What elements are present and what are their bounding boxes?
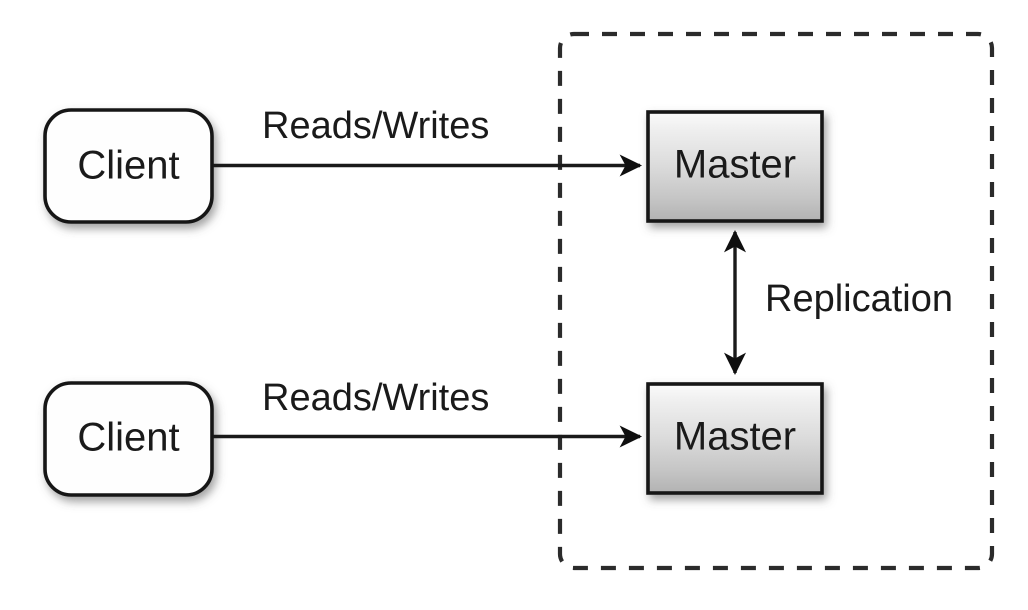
replication-cluster-boundary bbox=[557, 31, 995, 571]
node-client-top[interactable]: Client bbox=[43, 108, 214, 224]
edge-replication-label: Replication bbox=[765, 278, 953, 320]
client-top-label: Client bbox=[77, 144, 179, 188]
client-bottom-label: Client bbox=[77, 416, 179, 460]
edge-reads-writes-top-label: Reads/Writes bbox=[262, 105, 489, 147]
client-bottom-shape bbox=[43, 381, 214, 497]
edge-reads-writes-top: Reads/Writes bbox=[213, 105, 643, 177]
node-client-bottom[interactable]: Client bbox=[43, 381, 214, 497]
master-bottom-label: Master bbox=[674, 415, 796, 459]
node-master-bottom[interactable]: Master bbox=[646, 382, 824, 495]
client-top-shape bbox=[43, 108, 214, 224]
master-top-label: Master bbox=[674, 143, 796, 187]
edge-replication: Replication bbox=[723, 229, 953, 376]
node-master-top[interactable]: Master bbox=[646, 110, 824, 223]
edge-reads-writes-bottom-label: Reads/Writes bbox=[262, 377, 489, 419]
master-bottom-shape bbox=[646, 382, 824, 495]
edge-reads-writes-bottom: Reads/Writes bbox=[213, 377, 643, 448]
master-top-shape bbox=[646, 110, 824, 223]
